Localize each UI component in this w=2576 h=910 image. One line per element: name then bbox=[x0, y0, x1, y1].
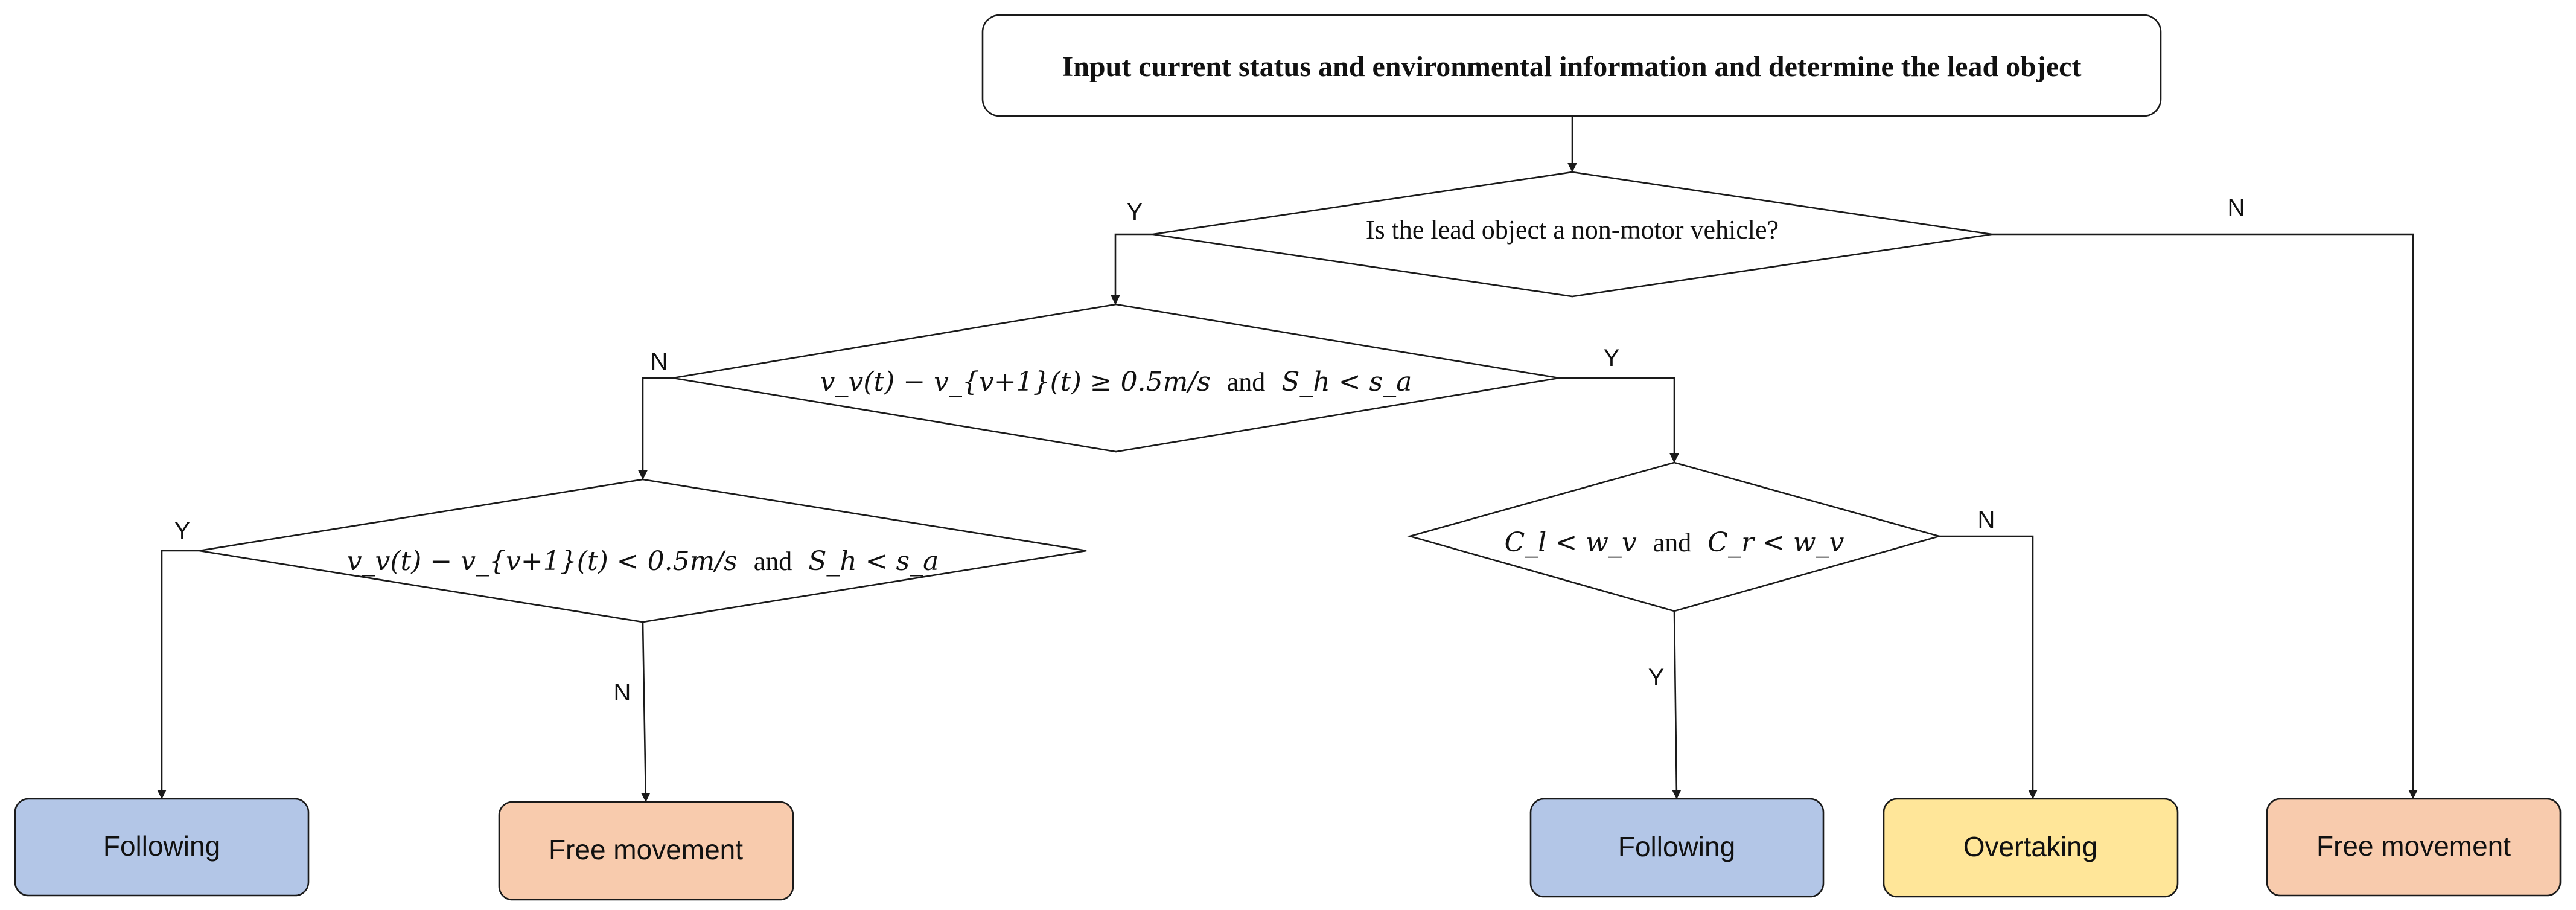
decision-clearance-diamond bbox=[1407, 461, 1942, 612]
edge-speed-ge-yes bbox=[1559, 377, 1679, 463]
decision-clearance-rhs: C_r < w_v bbox=[1707, 527, 1844, 558]
label-speed-lt-yes: Y bbox=[174, 517, 191, 544]
decision-speed-ge-rhs: S_h < s_a bbox=[1281, 367, 1412, 397]
label-nonmotor-yes: Y bbox=[1127, 199, 1143, 225]
decision-speed-ge-lhs: v_v(t) − v_{v+1}(t) ≥ 0.5m/s bbox=[820, 367, 1211, 397]
label-nonmotor-no: N bbox=[2228, 194, 2245, 221]
decision-speed-ge-text: v_v(t) − v_{v+1}(t) ≥ 0.5m/s and S_h < s… bbox=[820, 367, 1412, 397]
decision-speed-ge-joiner: and bbox=[1227, 367, 1266, 397]
decision-speed-lt-text: v_v(t) − v_{v+1}(t) < 0.5m/s and S_h < s… bbox=[347, 546, 939, 577]
edge-clearance-yes bbox=[1672, 610, 1682, 799]
result-following-left: Following bbox=[14, 798, 310, 897]
result-free-left: Free movement bbox=[498, 801, 794, 901]
decision-speed-lt-lhs: v_v(t) − v_{v+1}(t) < 0.5m/s bbox=[347, 546, 738, 577]
result-free-right-box bbox=[2266, 798, 2562, 897]
label-speed-ge-yes: Y bbox=[1604, 345, 1620, 371]
start-box bbox=[981, 14, 2162, 117]
edge-nonmotor-yes bbox=[1111, 233, 1153, 305]
start-text: Input current status and environmental i… bbox=[1062, 51, 2082, 83]
branch-labels: Y N N Y Y N N Y bbox=[174, 194, 2245, 706]
decision-speed-lt-joiner: and bbox=[754, 546, 792, 576]
result-overtaking-text: Overtaking bbox=[1963, 831, 2097, 862]
decision-speed-lt: v_v(t) − v_{v+1}(t) < 0.5m/s and S_h < s… bbox=[199, 478, 1087, 623]
result-overtaking: Overtaking bbox=[1883, 798, 2179, 898]
result-following-left-text: Following bbox=[103, 830, 220, 862]
decision-speed-ge: v_v(t) − v_{v+1}(t) ≥ 0.5m/s and S_h < s… bbox=[672, 303, 1560, 453]
result-free-left-text: Free movement bbox=[549, 834, 743, 865]
result-free-left-box bbox=[498, 801, 794, 901]
decision-clearance-text: C_l < w_v and C_r < w_v bbox=[1505, 527, 1844, 558]
result-following-right-box bbox=[1529, 798, 1825, 898]
edge-speed-lt-yes bbox=[157, 550, 199, 799]
result-following-right: Following bbox=[1529, 798, 1825, 898]
edge-speed-lt-no bbox=[640, 621, 651, 803]
result-free-right: Free movement bbox=[2266, 798, 2562, 897]
start-node: Input current status and environmental i… bbox=[981, 14, 2162, 117]
label-speed-ge-no: N bbox=[651, 348, 668, 375]
label-clearance-no: N bbox=[1978, 507, 1995, 533]
edge-nonmotor-no bbox=[1992, 233, 2418, 799]
result-overtaking-box bbox=[1883, 798, 2179, 898]
decision-speed-lt-diamond bbox=[199, 478, 1087, 623]
result-following-right-text: Following bbox=[1618, 831, 1735, 862]
edge-clearance-no bbox=[1939, 535, 2038, 799]
edge-speed-ge-no bbox=[638, 377, 673, 480]
result-following-left-box bbox=[14, 798, 310, 897]
decision-speed-ge-diamond bbox=[672, 303, 1560, 453]
connectors bbox=[157, 116, 2418, 803]
result-free-right-text: Free movement bbox=[2316, 830, 2511, 862]
decision-nonmotor: Is the lead object a non-motor vehicle? bbox=[1152, 171, 1992, 298]
decision-nonmotor-diamond bbox=[1152, 171, 1992, 298]
decision-clearance-joiner: and bbox=[1653, 528, 1692, 557]
label-clearance-yes: Y bbox=[1648, 664, 1665, 691]
decision-clearance: C_l < w_v and C_r < w_v bbox=[1407, 461, 1942, 612]
decision-clearance-lhs: C_l < w_v bbox=[1505, 527, 1637, 558]
label-speed-lt-no: N bbox=[614, 679, 631, 706]
decision-nonmotor-text: Is the lead object a non-motor vehicle? bbox=[1366, 215, 1779, 245]
decision-speed-lt-rhs: S_h < s_a bbox=[808, 546, 939, 577]
